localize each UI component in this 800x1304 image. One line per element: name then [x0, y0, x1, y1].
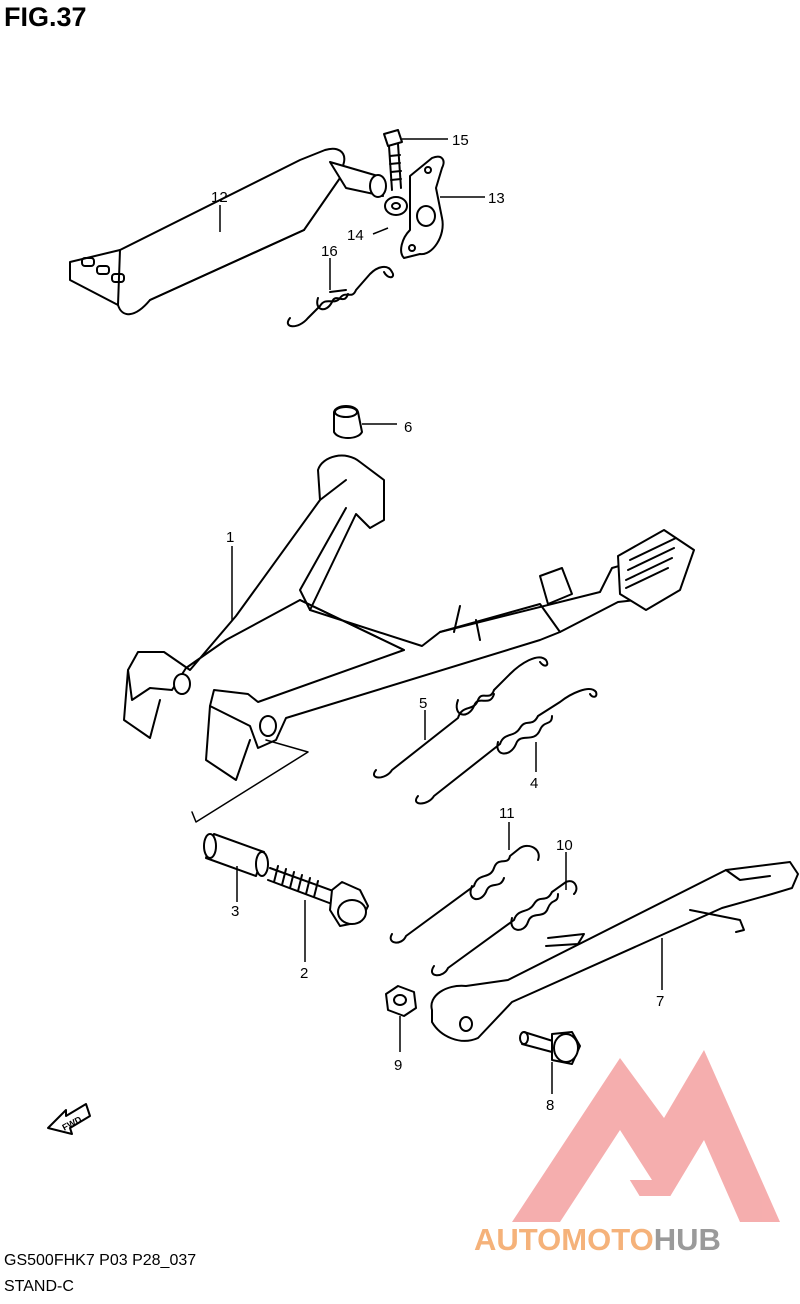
spring-part-11 [389, 844, 540, 944]
stopper-part-6 [333, 405, 363, 439]
bolt-part-15 [383, 129, 403, 191]
callout-16: 16 [321, 243, 338, 260]
bolt-part-2 [267, 865, 369, 927]
callout-9: 9 [394, 1057, 402, 1074]
watermark-logo [512, 1050, 780, 1222]
watermark-text-secondary: HUB [653, 1222, 721, 1257]
fwd-arrow-icon [47, 1103, 91, 1135]
spring-part-5 [373, 656, 549, 779]
callout-1: 1 [226, 529, 234, 546]
figure-title: FIG.37 [4, 2, 87, 32]
callout-14: 14 [347, 227, 364, 244]
callout-8: 8 [546, 1097, 554, 1114]
callout-12: 12 [211, 189, 228, 206]
callout-3: 3 [231, 903, 239, 920]
model-code: GS500FHK7 P03 P28_037 [4, 1252, 197, 1269]
callout-5: 5 [419, 695, 427, 712]
callout-2: 2 [300, 965, 308, 982]
collar-part-3 [203, 833, 269, 877]
watermark-text: AUTOMOTOHUB [474, 1222, 721, 1258]
brake-pedal-part [69, 147, 387, 316]
callout-13: 13 [488, 190, 505, 207]
spring-part-16 [287, 266, 394, 328]
callout-15: 15 [452, 132, 469, 149]
nut-part-9 [385, 985, 417, 1017]
callout-6: 6 [404, 419, 412, 436]
spring-part-4 [415, 688, 598, 805]
watermark-text-primary: AUTOMOTO [474, 1222, 654, 1257]
washer-part-14 [384, 196, 408, 216]
side-stand-part-7 [430, 861, 799, 1042]
callout-10: 10 [556, 837, 573, 854]
callout-7: 7 [656, 993, 664, 1010]
callout-4: 4 [530, 775, 538, 792]
spring-part-10 [431, 880, 578, 977]
lever-arm-part-13 [400, 155, 445, 259]
pivot-bolt-part-8 [519, 1031, 581, 1065]
callout-11: 11 [499, 805, 515, 822]
section-name: STAND-C [4, 1278, 74, 1295]
center-stand-part-1 [123, 454, 695, 781]
